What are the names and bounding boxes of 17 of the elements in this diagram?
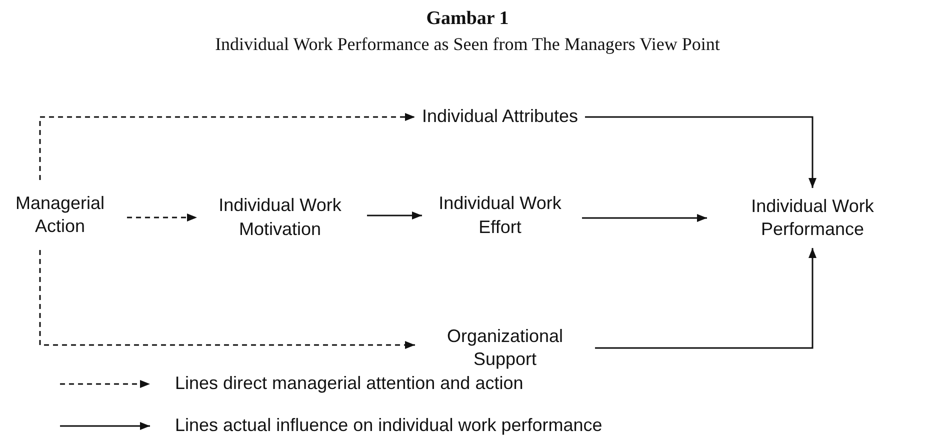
arrow bbox=[585, 116, 816, 188]
arrow bbox=[367, 212, 422, 220]
node-label: Individual Work Effort bbox=[438, 192, 562, 238]
arrow bbox=[582, 214, 707, 222]
node-label: Organizational Support bbox=[446, 324, 564, 371]
legend-label: Lines direct managerial attention and action bbox=[175, 373, 524, 394]
node-label: Individual Attributes bbox=[422, 105, 578, 128]
arrow bbox=[39, 250, 415, 349]
node-label: Individual Work Motivation bbox=[218, 194, 342, 240]
arrow bbox=[595, 248, 816, 349]
node-label: Managerial Action bbox=[14, 192, 106, 238]
node-label: Individual Work Performance bbox=[750, 194, 875, 241]
diagram-subtitle: Individual Work Performance as Seen from The Managers View Point bbox=[214, 34, 721, 55]
arrow bbox=[39, 113, 415, 180]
legend-label: Lines actual influence on individual work performance bbox=[175, 415, 602, 436]
diagram-title: Gambar 1 bbox=[425, 8, 510, 30]
arrow bbox=[127, 214, 197, 222]
